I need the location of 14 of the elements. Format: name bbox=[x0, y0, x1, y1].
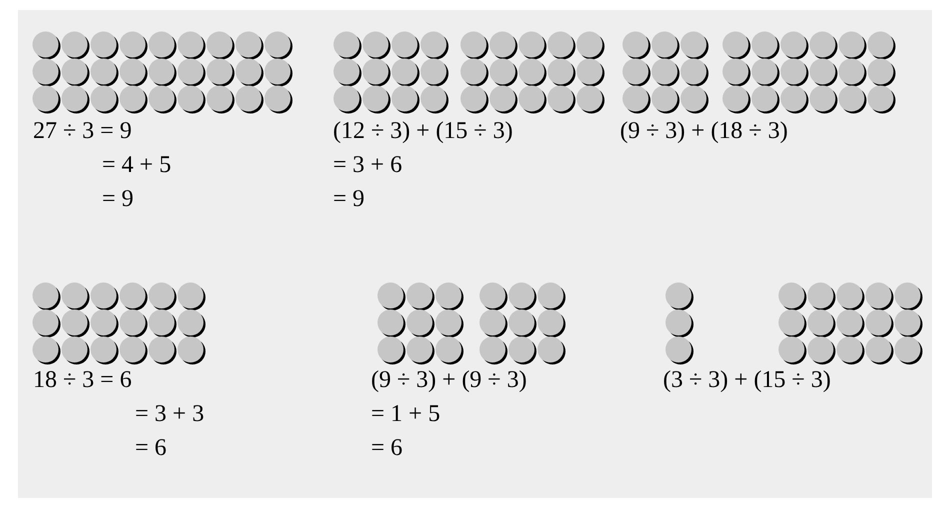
equation: 27 ÷ 3 = 9 bbox=[33, 117, 132, 145]
equation: (12 ÷ 3) + (15 ÷ 3) bbox=[333, 117, 513, 145]
equation: = 9 bbox=[333, 185, 365, 213]
equation: = 6 bbox=[135, 434, 167, 462]
equation: (9 ÷ 3) + (18 ÷ 3) bbox=[620, 117, 788, 145]
equation: = 1 + 5 bbox=[371, 400, 440, 428]
equation: = 3 + 6 bbox=[333, 151, 402, 179]
equation: (9 ÷ 3) + (9 ÷ 3) bbox=[371, 366, 527, 394]
equation: (3 ÷ 3) + (15 ÷ 3) bbox=[663, 366, 831, 394]
equation: = 4 + 5 bbox=[102, 151, 172, 179]
equation: = 9 bbox=[102, 185, 134, 213]
equation: = 6 bbox=[371, 434, 403, 462]
equation: = 3 + 3 bbox=[135, 400, 204, 428]
equation: 18 ÷ 3 = 6 bbox=[33, 366, 132, 394]
